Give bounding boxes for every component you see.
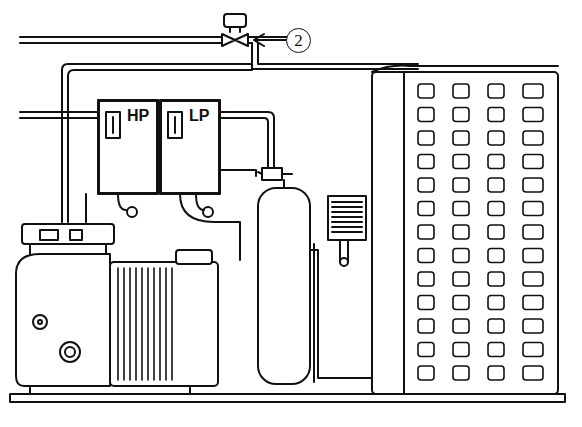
stroke — [159, 268, 161, 380]
slot — [488, 272, 504, 286]
slot — [523, 202, 543, 216]
stroke — [332, 226, 362, 228]
stroke — [135, 268, 137, 380]
slot — [453, 84, 469, 98]
slot — [453, 155, 469, 169]
slot — [488, 202, 504, 216]
stroke — [332, 231, 362, 233]
stroke — [332, 201, 362, 203]
stroke — [153, 268, 155, 380]
stroke — [117, 268, 119, 380]
slot — [418, 319, 434, 333]
slot — [453, 366, 469, 380]
slot — [523, 155, 543, 169]
slot — [453, 108, 469, 122]
slot — [523, 343, 543, 357]
slot — [453, 178, 469, 192]
slot — [488, 343, 504, 357]
stroke — [147, 268, 149, 380]
slot — [418, 155, 434, 169]
switch-label: HP — [126, 108, 150, 124]
slot — [523, 84, 543, 98]
slot — [418, 296, 434, 310]
slot — [453, 343, 469, 357]
slot — [418, 343, 434, 357]
slot — [453, 272, 469, 286]
stroke — [129, 268, 131, 380]
callout-text: 2 — [294, 32, 303, 49]
slot — [488, 319, 504, 333]
slot — [418, 225, 434, 239]
slot — [523, 319, 543, 333]
slot — [418, 178, 434, 192]
slot — [523, 131, 543, 145]
slot — [523, 366, 543, 380]
slot — [418, 84, 434, 98]
slot — [488, 366, 504, 380]
pressure-switch-box: LP — [160, 100, 220, 194]
slot — [453, 319, 469, 333]
slot — [418, 272, 434, 286]
slot — [488, 225, 504, 239]
switch-label: LP — [188, 108, 210, 124]
slot — [418, 366, 434, 380]
stroke — [171, 268, 173, 380]
slot — [453, 296, 469, 310]
slot — [488, 155, 504, 169]
stroke — [165, 268, 167, 380]
pressure-switch-box: HP — [98, 100, 158, 194]
slot — [523, 178, 543, 192]
slot — [453, 131, 469, 145]
callout-number: 2 — [286, 28, 311, 53]
slot — [523, 296, 543, 310]
slot — [418, 249, 434, 263]
slot — [453, 249, 469, 263]
stroke — [332, 216, 362, 218]
slot — [523, 249, 543, 263]
slot — [453, 225, 469, 239]
slot — [523, 108, 543, 122]
slot — [523, 272, 543, 286]
stroke — [332, 211, 362, 213]
slot — [488, 131, 504, 145]
slot — [418, 108, 434, 122]
stroke — [332, 221, 362, 223]
slot — [488, 84, 504, 98]
stroke — [332, 206, 362, 208]
slot — [488, 108, 504, 122]
stroke — [141, 268, 143, 380]
slot — [488, 178, 504, 192]
slot — [453, 202, 469, 216]
slot — [488, 296, 504, 310]
slot — [418, 131, 434, 145]
slot — [418, 202, 434, 216]
stroke — [123, 268, 125, 380]
slot — [523, 225, 543, 239]
slot — [488, 249, 504, 263]
